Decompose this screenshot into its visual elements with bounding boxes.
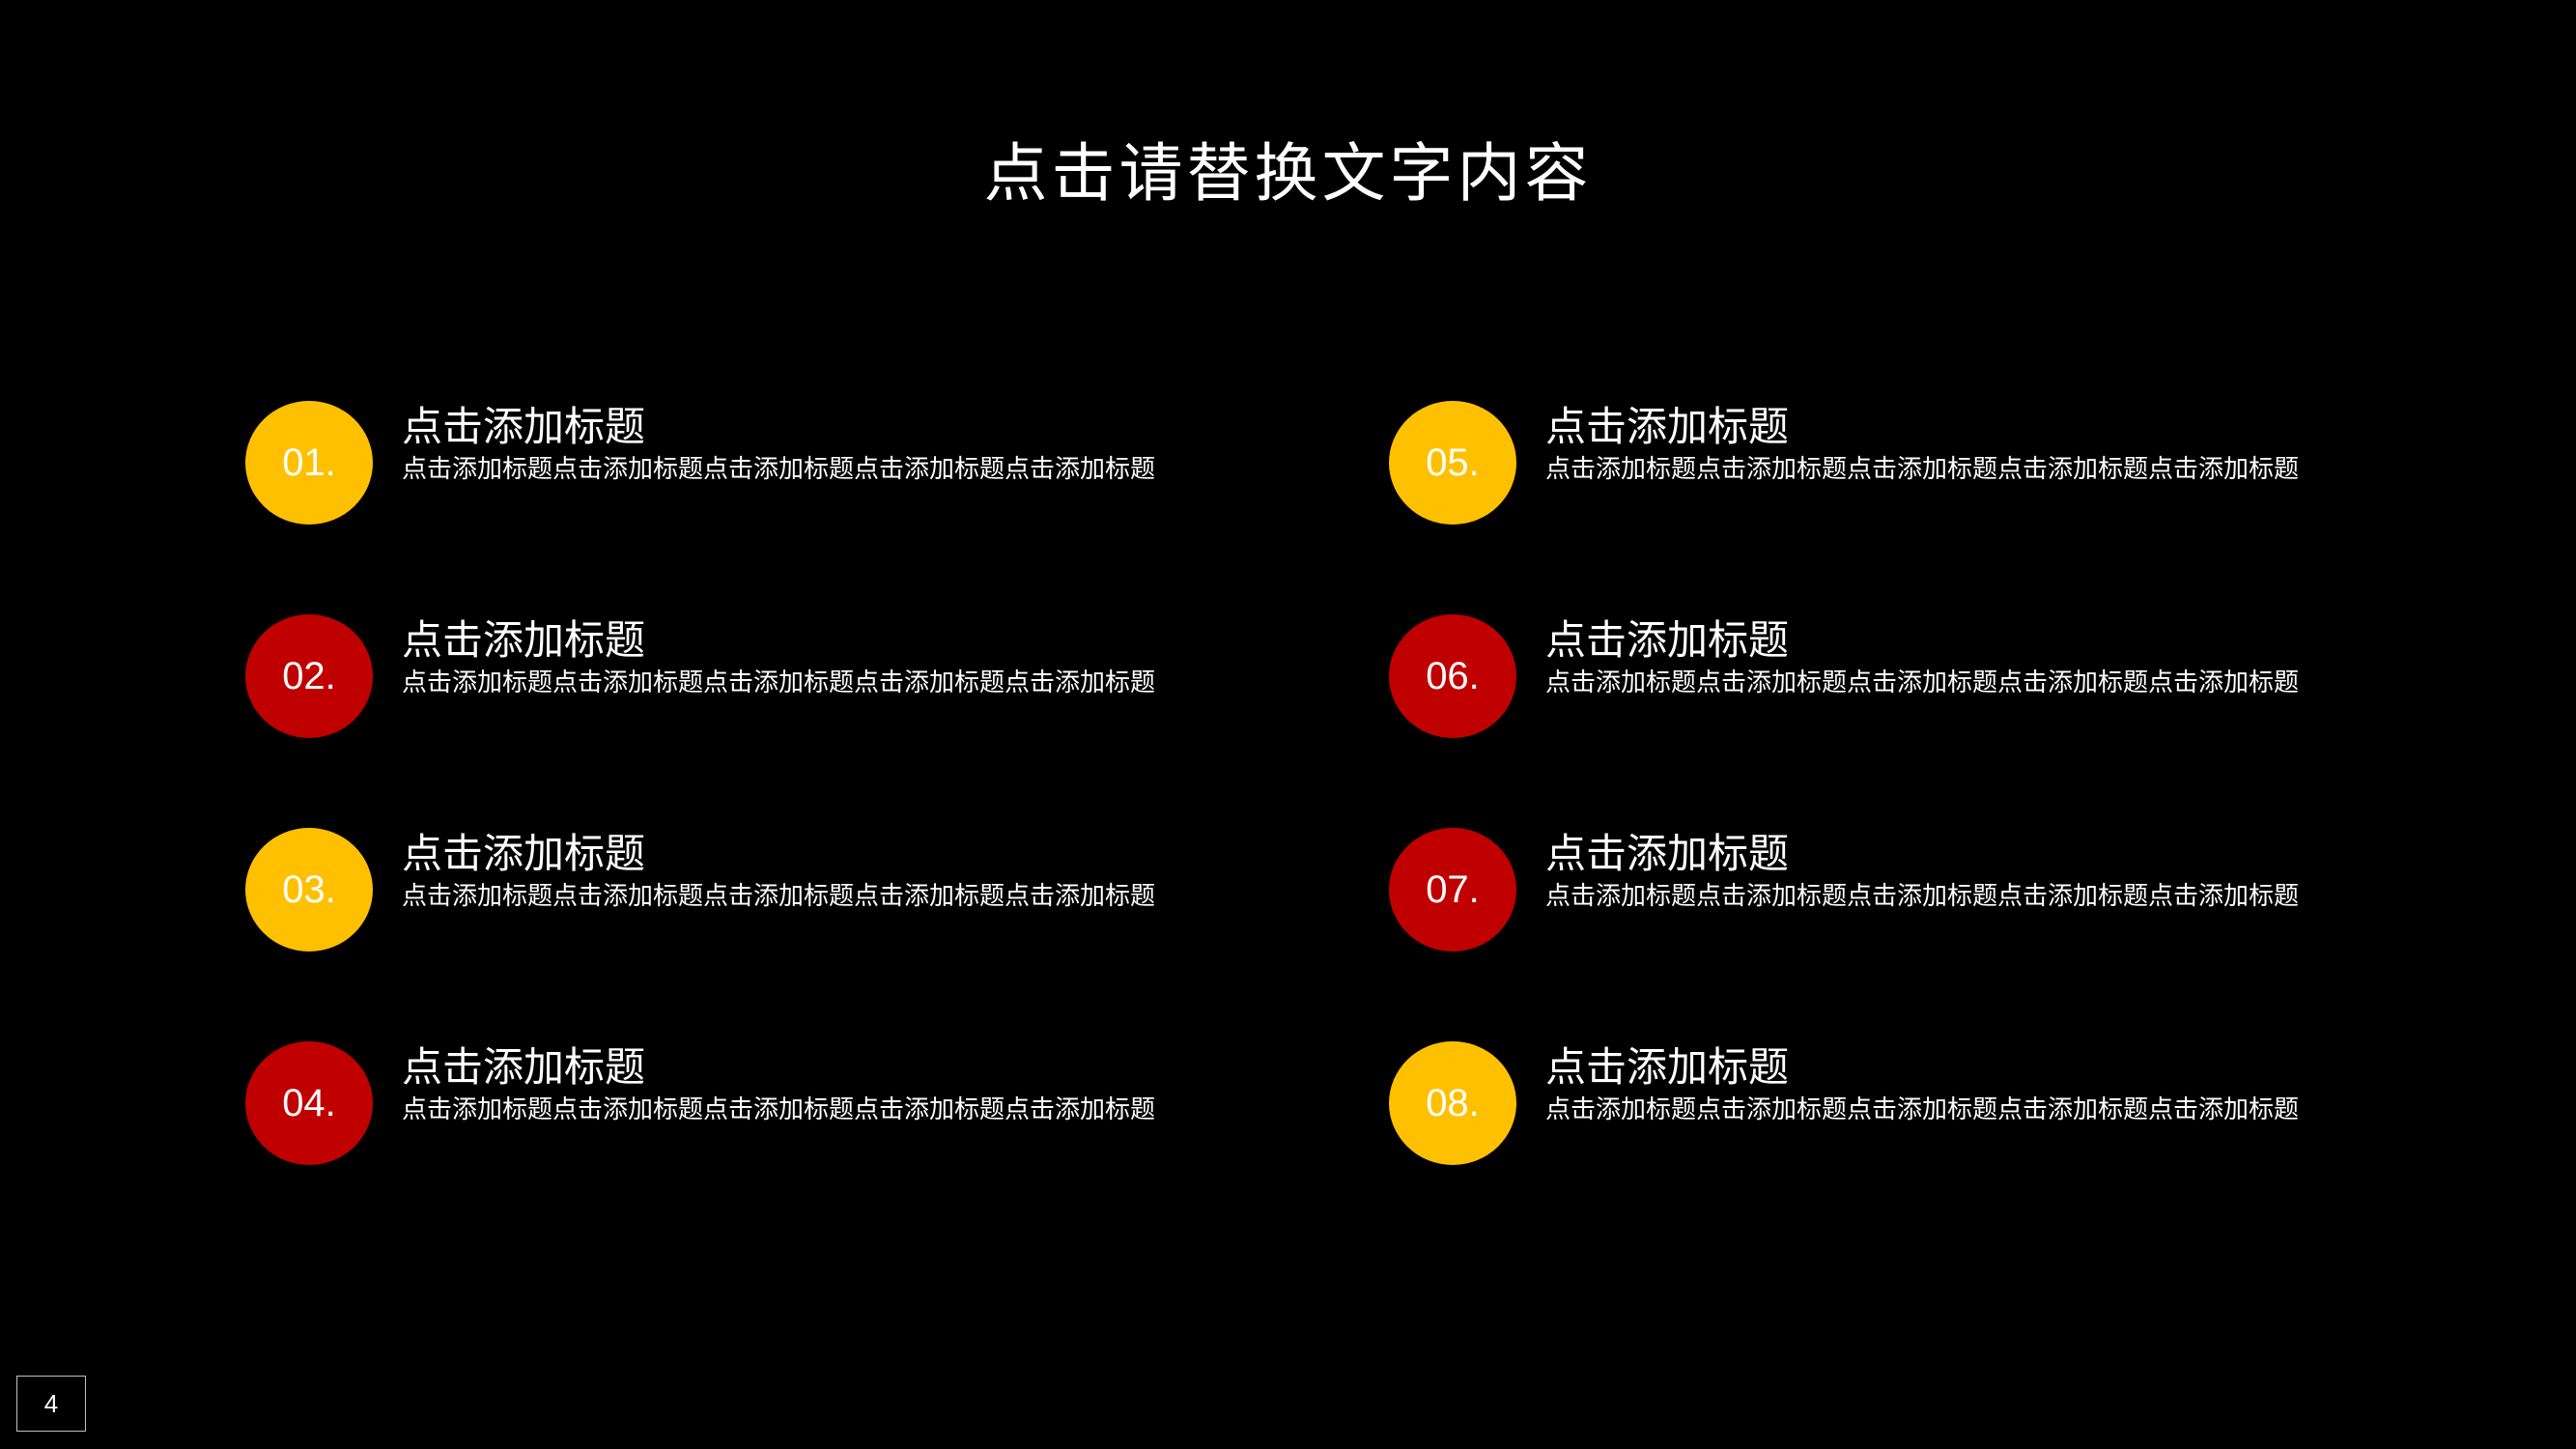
item-heading: 点击添加标题 xyxy=(1545,403,1790,450)
page-number: 4 xyxy=(16,1376,86,1432)
item-heading: 点击添加标题 xyxy=(1545,1043,1790,1091)
number-badge: 08. xyxy=(1389,1041,1516,1165)
item-description: 点击添加标题点击添加标题点击添加标题点击添加标题点击添加标题 xyxy=(402,668,1156,697)
item-description: 点击添加标题点击添加标题点击添加标题点击添加标题点击添加标题 xyxy=(402,455,1156,484)
list-item-05[interactable]: 05. 点击添加标题 点击添加标题点击添加标题点击添加标题点击添加标题点击添加标… xyxy=(1389,401,2355,526)
item-heading: 点击添加标题 xyxy=(1545,830,1790,877)
item-description: 点击添加标题点击添加标题点击添加标题点击添加标题点击添加标题 xyxy=(1545,668,2300,697)
number-badge: 03. xyxy=(245,828,373,952)
number-badge: 06. xyxy=(1389,614,1516,738)
item-description: 点击添加标题点击添加标题点击添加标题点击添加标题点击添加标题 xyxy=(1545,882,2300,911)
slide-title: 点击请替换文字内容 xyxy=(983,136,1593,211)
number-badge: 02. xyxy=(245,614,373,738)
number-badge: 04. xyxy=(245,1041,373,1165)
item-description: 点击添加标题点击添加标题点击添加标题点击添加标题点击添加标题 xyxy=(1545,455,2300,484)
list-item-08[interactable]: 08. 点击添加标题 点击添加标题点击添加标题点击添加标题点击添加标题点击添加标… xyxy=(1389,1041,2355,1167)
item-heading: 点击添加标题 xyxy=(402,1043,646,1091)
list-item-02[interactable]: 02. 点击添加标题 点击添加标题点击添加标题点击添加标题点击添加标题点击添加标… xyxy=(245,614,1211,740)
item-heading: 点击添加标题 xyxy=(402,403,646,450)
item-heading: 点击添加标题 xyxy=(402,616,646,664)
list-item-01[interactable]: 01. 点击添加标题 点击添加标题点击添加标题点击添加标题点击添加标题点击添加标… xyxy=(245,401,1211,526)
number-badge: 07. xyxy=(1389,828,1516,952)
item-heading: 点击添加标题 xyxy=(402,830,646,877)
list-item-07[interactable]: 07. 点击添加标题 点击添加标题点击添加标题点击添加标题点击添加标题点击添加标… xyxy=(1389,828,2355,953)
item-description: 点击添加标题点击添加标题点击添加标题点击添加标题点击添加标题 xyxy=(1545,1095,2300,1124)
item-description: 点击添加标题点击添加标题点击添加标题点击添加标题点击添加标题 xyxy=(402,1095,1156,1124)
item-description: 点击添加标题点击添加标题点击添加标题点击添加标题点击添加标题 xyxy=(402,882,1156,911)
number-badge: 05. xyxy=(1389,401,1516,525)
list-item-03[interactable]: 03. 点击添加标题 点击添加标题点击添加标题点击添加标题点击添加标题点击添加标… xyxy=(245,828,1211,953)
number-badge: 01. xyxy=(245,401,373,525)
list-item-04[interactable]: 04. 点击添加标题 点击添加标题点击添加标题点击添加标题点击添加标题点击添加标… xyxy=(245,1041,1211,1167)
list-item-06[interactable]: 06. 点击添加标题 点击添加标题点击添加标题点击添加标题点击添加标题点击添加标… xyxy=(1389,614,2355,740)
item-heading: 点击添加标题 xyxy=(1545,616,1790,664)
